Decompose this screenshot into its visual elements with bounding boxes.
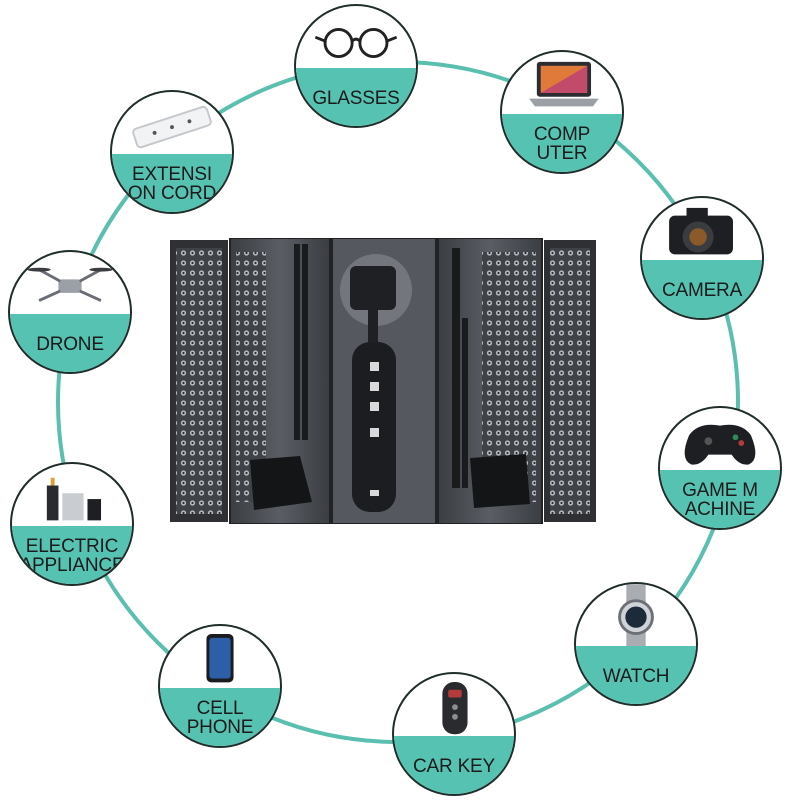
bubble-camera: CAMERA xyxy=(640,196,764,320)
appliance-icon xyxy=(46,477,102,521)
extension-cord-icon xyxy=(132,105,212,149)
phone-icon xyxy=(206,633,234,683)
car-key-icon xyxy=(442,681,468,735)
label-drone: DRONE xyxy=(36,333,104,355)
label-glasses: GLASSES xyxy=(312,87,400,109)
label-game-machine: GAME M ACHINE xyxy=(682,480,758,521)
laptop-icon xyxy=(529,61,599,107)
bubble-game-machine: GAME M ACHINE xyxy=(658,406,782,530)
bubble-watch: WATCH xyxy=(574,582,698,706)
glasses-icon xyxy=(314,28,398,59)
bubble-glasses: GLASSES xyxy=(294,4,418,128)
label-electric-appliance: ELECTRIC APPLIANCE xyxy=(19,536,125,577)
gamepad-icon xyxy=(684,424,756,465)
label-extension-cord: EXTENSI ON CORD xyxy=(127,164,217,205)
bubble-cell-phone: CELL PHONE xyxy=(158,624,282,748)
camera-icon xyxy=(669,207,733,255)
watch-icon xyxy=(618,584,654,647)
bubble-drone: DRONE xyxy=(8,250,132,374)
label-car-key: CAR KEY xyxy=(412,755,495,777)
label-camera: CAMERA xyxy=(661,279,743,301)
bubble-computer: COMP UTER xyxy=(500,50,624,174)
label-cell-phone: CELL PHONE xyxy=(186,698,254,739)
bubble-electric-appliance: ELECTRIC APPLIANCE xyxy=(10,462,134,586)
bubble-car-key: CAR KEY xyxy=(392,672,516,796)
screwdriver-kit-image xyxy=(170,238,596,524)
bubble-extension-cord: EXTENSI ON CORD xyxy=(110,90,234,214)
drone-icon xyxy=(27,267,113,302)
label-watch: WATCH xyxy=(602,665,670,687)
label-computer: COMP UTER xyxy=(533,124,591,165)
